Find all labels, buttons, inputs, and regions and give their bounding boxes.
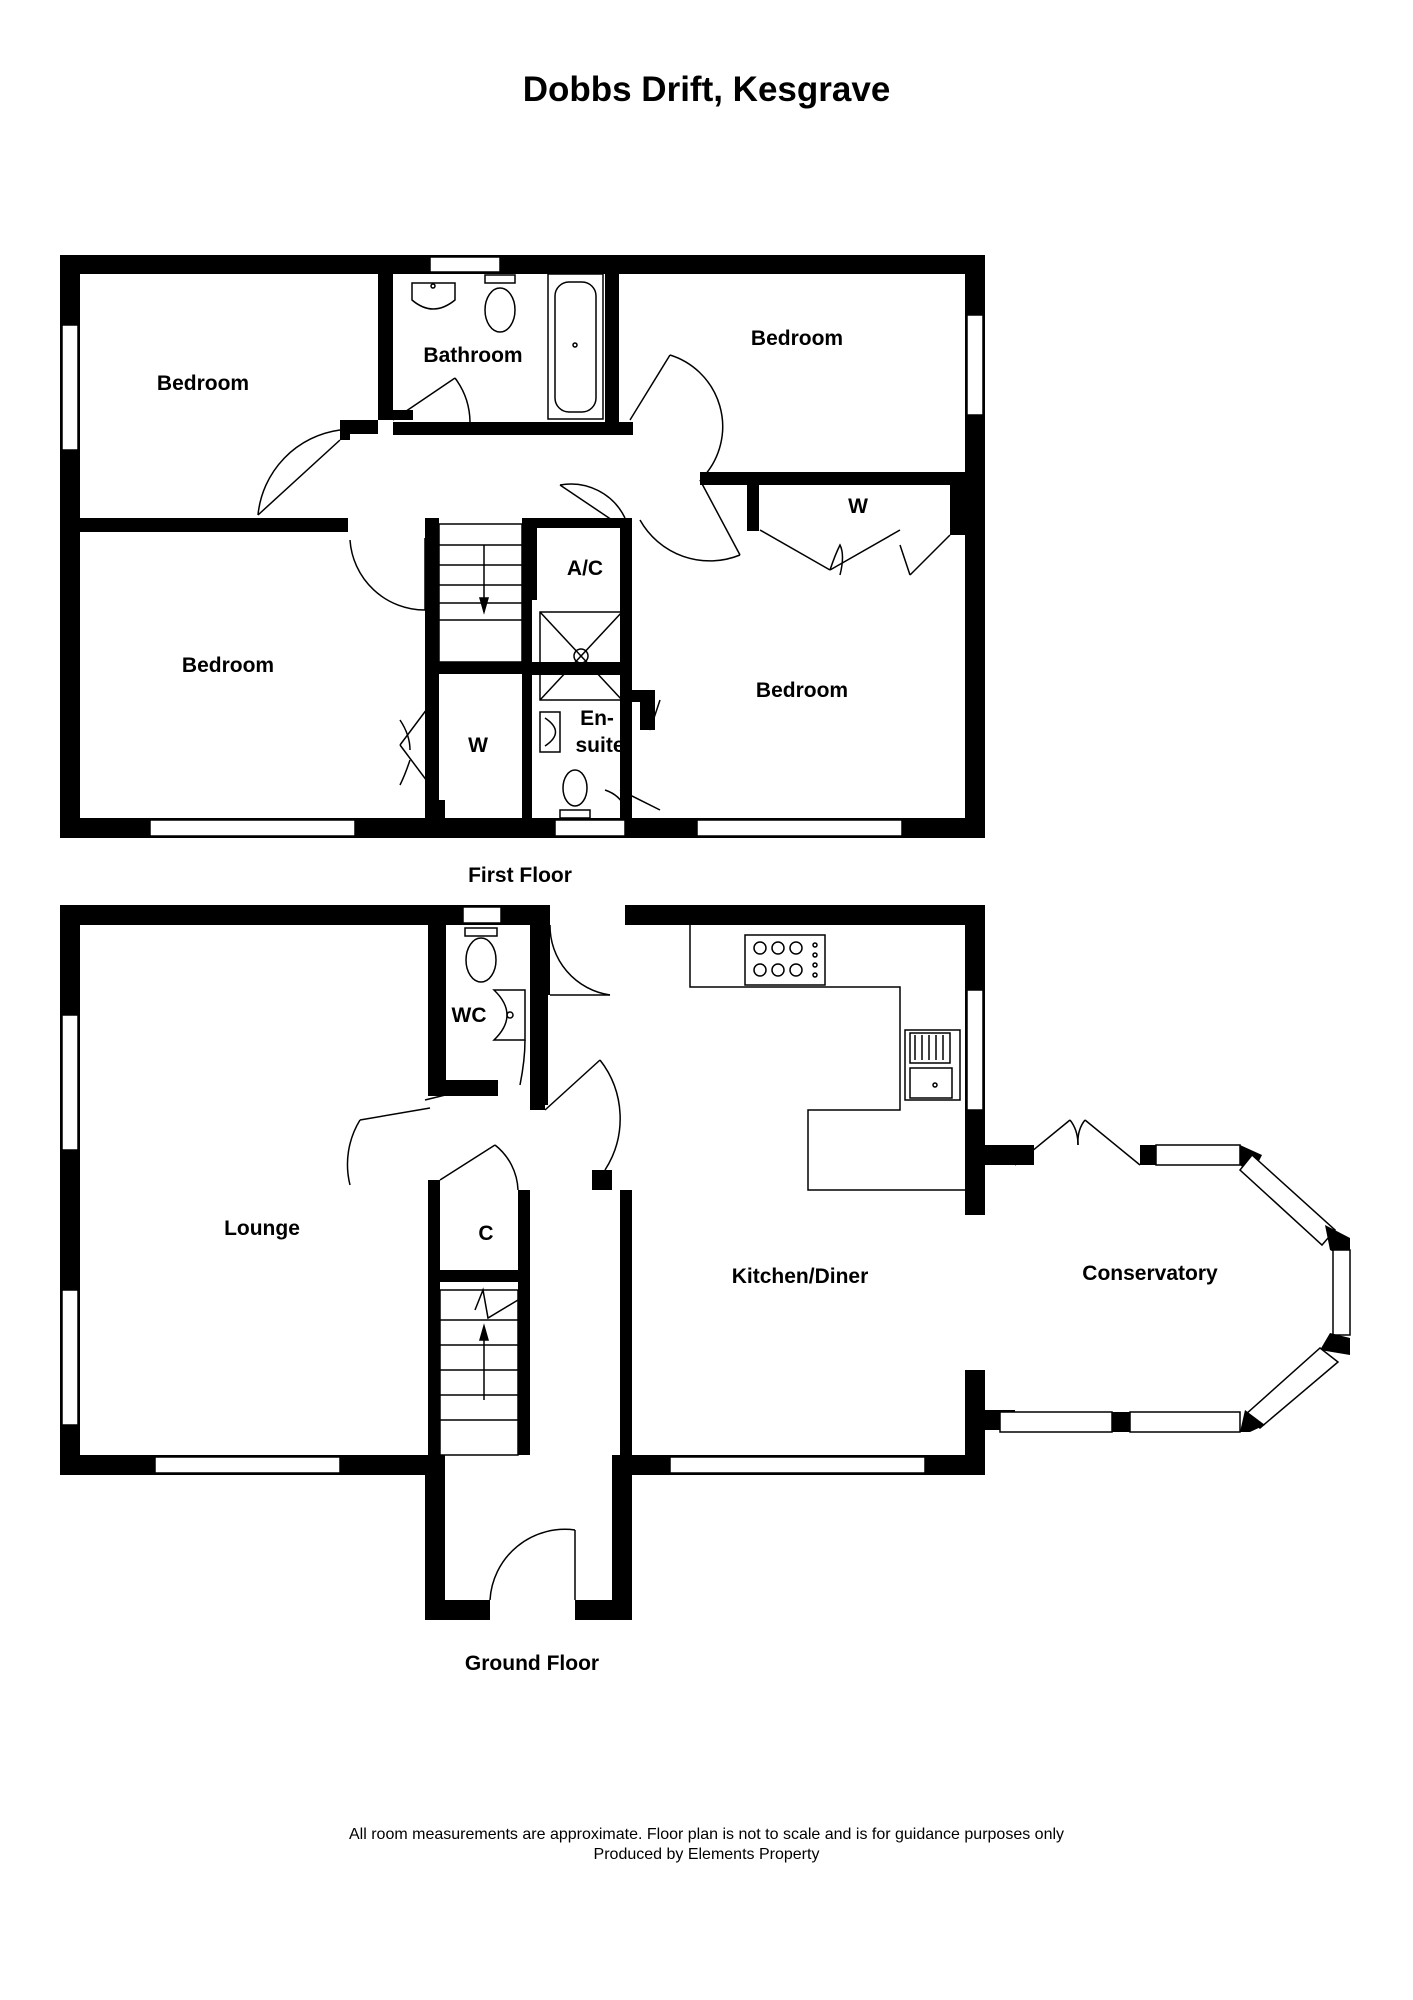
- ground-floor-windows: [61, 906, 984, 1474]
- first-floor-plan: [60, 255, 985, 838]
- bathroom-fittings: [411, 273, 604, 420]
- first-floor-stairs: [438, 523, 523, 663]
- room-label-cupboard: C: [478, 1222, 493, 1245]
- room-label-kitchen: Kitchen/Diner: [732, 1265, 869, 1288]
- plan-title: Dobbs Drift, Kesgrave: [522, 70, 891, 109]
- disclaimer-text: All room measurements are approximate. F…: [348, 1826, 1065, 1843]
- room-label-bedroom-ne: Bedroom: [751, 327, 843, 350]
- floor-label-ground: Ground Floor: [465, 1652, 599, 1675]
- ensuite-fittings: [539, 611, 623, 819]
- ground-floor-interior-walls: [428, 925, 632, 1455]
- ground-floor-stairs: [439, 1287, 519, 1456]
- first-floor-windows: [61, 256, 984, 837]
- room-label-bedroom-w: Bedroom: [182, 654, 274, 677]
- credit-text: Produced by Elements Property: [593, 1846, 820, 1863]
- room-label-lounge: Lounge: [224, 1217, 300, 1240]
- conservatory-walls: [999, 1119, 1351, 1433]
- room-label-bedroom-se: Bedroom: [756, 679, 848, 702]
- ground-floor-plan: [60, 905, 1351, 1620]
- first-floor-interior-walls: [78, 272, 965, 818]
- room-label-ensuite-line1: En-: [580, 707, 614, 730]
- room-label-bathroom: Bathroom: [423, 344, 522, 367]
- room-label-conservatory: Conservatory: [1082, 1262, 1218, 1285]
- room-label-wardrobe-ne: W: [848, 495, 868, 518]
- ground-floor-doors: [346, 924, 621, 1601]
- room-label-wardrobe-w: W: [468, 734, 488, 757]
- kitchen-fittings: [689, 925, 965, 1191]
- room-label-wc: WC: [452, 1004, 487, 1027]
- room-label-bedroom-nw: Bedroom: [157, 372, 249, 395]
- floor-label-first: First Floor: [468, 864, 572, 887]
- wc-fittings: [464, 927, 526, 1041]
- first-floor-doors: [257, 354, 951, 811]
- room-labels: Bedroom Bathroom Bedroom W A/C Bedroom W…: [157, 327, 1218, 1675]
- room-label-ensuite-line2: suite: [575, 734, 624, 757]
- room-label-airing-cupboard: A/C: [567, 557, 603, 580]
